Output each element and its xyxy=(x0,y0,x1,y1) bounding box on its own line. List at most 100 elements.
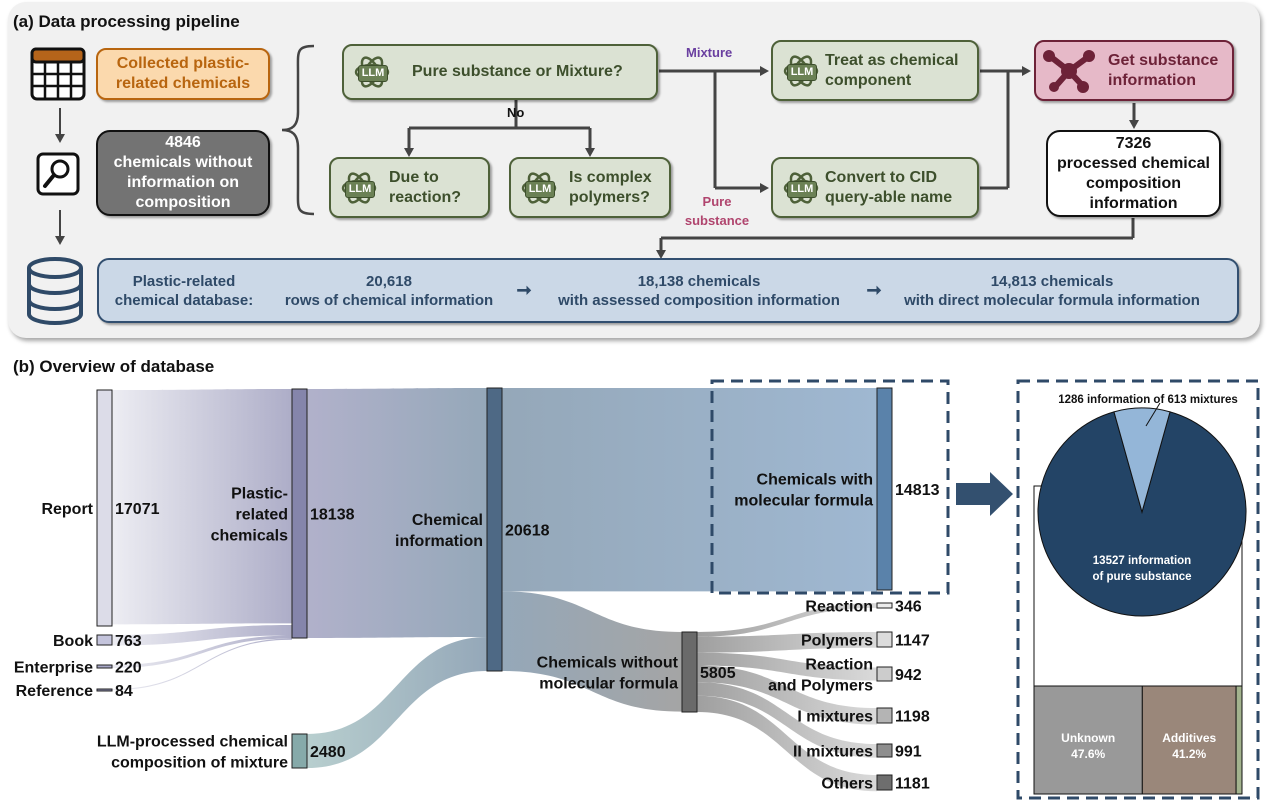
pure-line: Pure xyxy=(702,194,732,209)
unknown-line: chemicals without xyxy=(113,154,253,171)
db-step-value: 14,813 chemicals xyxy=(990,272,1114,290)
sankey-node-i_mixtures xyxy=(876,707,893,724)
mixture-label: Mixture xyxy=(686,45,733,60)
pie-pure-label-1: 13527 information xyxy=(1093,555,1191,567)
unknown-count: 4846 xyxy=(165,134,201,151)
llm-badge: LLM xyxy=(345,180,375,198)
overview-title: (b) Overview of database xyxy=(13,357,215,376)
treat-line: Treat as chemical xyxy=(825,51,959,69)
sankey-label-plastic: Plastic- xyxy=(231,486,288,503)
sankey-node-ii_mixtures xyxy=(876,743,893,758)
collected-line-2: related chemicals xyxy=(115,75,251,92)
sankey-label-llm_mix: composition of mixture xyxy=(111,755,288,772)
llm-atom-icon: LLM xyxy=(521,170,557,206)
pure-line: substance xyxy=(684,213,750,228)
stack-segment-percent: 41.2% xyxy=(1172,747,1206,761)
sankey-link-plastic-chem_info xyxy=(307,388,487,638)
unknown-line: information on xyxy=(127,174,239,191)
pie-pure-label-2: of pure substance xyxy=(1092,571,1191,583)
sankey-link-llm_mix-chem_info xyxy=(307,637,487,769)
sankey-value-polymers: 1147 xyxy=(895,633,930,650)
sankey-link-chem_info-with_formula xyxy=(502,388,877,592)
reaction-q-line: reaction? xyxy=(389,188,462,206)
molecule-icon xyxy=(1043,49,1095,93)
sankey-label-others: Others xyxy=(821,776,873,793)
sankey-label-report: Report xyxy=(41,501,93,518)
table-icon xyxy=(30,47,86,101)
sankey-value-with_formula: 14813 xyxy=(895,482,940,499)
llm-atom-icon: LLM xyxy=(783,170,819,206)
sankey-node-report xyxy=(96,389,113,627)
sankey-node-with_formula xyxy=(876,387,893,591)
sankey-label-ii_mixtures: II mixtures xyxy=(793,744,873,761)
polymers-q-line: polymers? xyxy=(569,188,650,206)
sankey-link-without_formula-i_mixtures xyxy=(697,665,877,725)
sankey-value-llm_mix: 2480 xyxy=(310,744,346,761)
arrow-right-icon: ➞ xyxy=(866,280,882,300)
pie-slice-pure-substance xyxy=(1037,411,1247,617)
magnifier-icon xyxy=(36,152,80,196)
sankey-node-polymers xyxy=(876,631,893,648)
arrow-down-icon xyxy=(55,108,65,143)
curly-brace xyxy=(281,44,315,216)
sankey-label-reaction_polymers: Reaction xyxy=(805,657,873,674)
sankey-label-polymers: Polymers xyxy=(801,633,873,650)
sankey-link-enterprise-plastic xyxy=(112,635,292,669)
sankey-node-llm_mix xyxy=(291,733,308,769)
db-step-text: with assessed composition information xyxy=(558,291,840,309)
collected-line-1: Collected plastic- xyxy=(116,55,250,72)
sankey-value-plastic: 18138 xyxy=(310,507,355,524)
unknown-line: composition xyxy=(135,194,231,211)
sankey-label-without_formula: Chemicals without xyxy=(537,655,679,672)
sankey-link-without_formula-reaction_polymers xyxy=(697,652,877,681)
sankey-label-book: Book xyxy=(53,633,93,650)
convert-line: Convert to CID xyxy=(825,168,937,186)
sankey-label-i_mixtures: I mixtures xyxy=(797,709,873,726)
sankey-value-without_formula: 5805 xyxy=(700,665,736,682)
llm-atom-icon: LLM xyxy=(341,170,377,206)
sankey-label-with_formula: Chemicals with xyxy=(757,472,873,489)
stack-segment-label: Unknown xyxy=(1061,731,1115,745)
processed-line: information xyxy=(1089,194,1178,212)
sankey-link-without_formula-reaction xyxy=(697,603,877,637)
sankey-label-plastic: chemicals xyxy=(211,528,288,545)
pie-leader-line xyxy=(1145,402,1161,427)
stack-segment-unknown xyxy=(1033,685,1143,795)
sankey-value-others: 1181 xyxy=(895,776,930,793)
stack-segment-label: Additives xyxy=(1162,731,1216,745)
sankey-node-others xyxy=(876,774,893,791)
database-label-line: chemical database: xyxy=(114,291,254,309)
sankey-label-llm_mix: LLM-processed chemical xyxy=(97,734,288,751)
sankey-label-with_formula: molecular formula xyxy=(734,493,873,510)
sankey-value-enterprise: 220 xyxy=(115,660,142,677)
database-label-line: Plastic-related xyxy=(132,272,236,290)
sankey-label-chem_info: information xyxy=(395,533,483,550)
processed-line: processed chemical xyxy=(1057,154,1210,172)
polymers-q-line: Is complex xyxy=(569,168,652,186)
sankey-value-report: 17071 xyxy=(115,501,160,518)
sankey-node-reaction_polymers xyxy=(876,666,893,682)
stack-segment-percent: 47.6% xyxy=(1071,747,1105,761)
database-icon xyxy=(27,257,83,325)
sankey-link-reference-plastic xyxy=(112,638,292,691)
unknown-composition-box: 4846 chemicals without information on compo… xyxy=(96,130,270,216)
pipeline-title: (a) Data processing pipeline xyxy=(13,12,240,31)
sankey-value-reaction_polymers: 942 xyxy=(895,667,922,684)
sankey-node-enterprise xyxy=(96,664,113,669)
sankey-link-book-plastic xyxy=(112,625,292,646)
sankey-link-report-plastic xyxy=(112,389,292,625)
llm-badge: LLM xyxy=(525,180,555,198)
db-step-value: 18,138 chemicals xyxy=(637,272,761,290)
complex-polymers-box: LLM Is complex polymers? xyxy=(509,157,671,218)
sankey-label-reaction_polymers: and Polymers xyxy=(768,678,873,695)
composition-pie-chart: 1286 information of 613 mixtures 13527 i… xyxy=(1033,394,1247,795)
sankey-link-chem_info-without_formula xyxy=(502,591,682,712)
arrow-right-icon: ➞ xyxy=(516,280,532,300)
pie-mixture-label: 1286 information of 613 mixtures xyxy=(1058,394,1238,406)
llm-badge: LLM xyxy=(787,63,817,81)
sankey-link-without_formula-others xyxy=(697,695,877,792)
